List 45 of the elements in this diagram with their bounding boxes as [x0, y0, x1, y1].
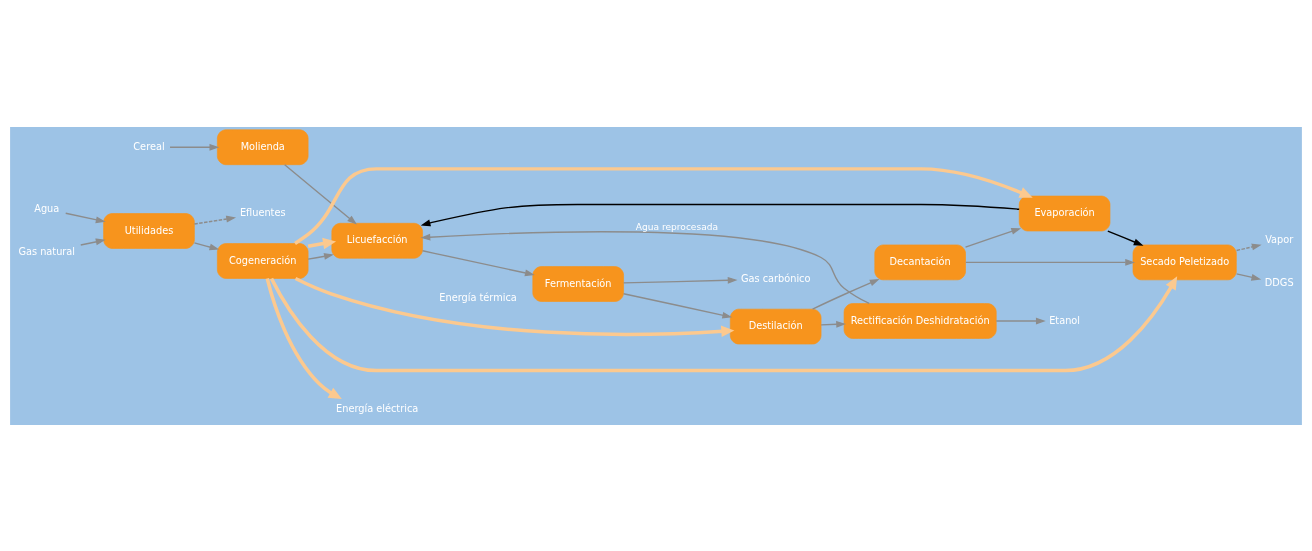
- node-box: Fermentación: [532, 265, 624, 302]
- arrow: [265, 277, 342, 399]
- arrow: [80, 238, 106, 246]
- node-text: Gas natural: [18, 245, 76, 256]
- node-box: Utilidades: [103, 212, 195, 249]
- arrow: [420, 203, 1020, 226]
- node-text: Vapor: [1265, 233, 1294, 245]
- arrow: [193, 215, 237, 225]
- arrow: [1235, 272, 1262, 281]
- arrow: [307, 237, 337, 249]
- arrow: [65, 212, 106, 223]
- node-box: Evaporación: [1018, 195, 1111, 231]
- node-box: Cogeneración: [217, 242, 309, 279]
- node-text: Cereal: [133, 140, 165, 152]
- arrow: [1235, 243, 1262, 251]
- edge-label: Agua reprocesada: [635, 221, 719, 232]
- arrow: [294, 166, 1033, 245]
- arrow: [1107, 229, 1144, 246]
- arrow: [622, 292, 733, 319]
- arrow: [284, 163, 357, 225]
- arrow: [964, 227, 1022, 248]
- node-text: Agua: [34, 202, 60, 214]
- node-box: Rectificación Deshidratación: [843, 302, 997, 339]
- node-box: Secado Peletizado: [1132, 244, 1237, 280]
- node-text: Gas carbónico: [740, 272, 811, 284]
- node-text: Etanol: [1049, 314, 1081, 326]
- node-box: Decantación: [874, 244, 966, 280]
- arrow: [965, 258, 1135, 266]
- node-text: DDGS: [1264, 276, 1294, 288]
- node-text: Energía eléctrica: [336, 402, 419, 414]
- node-box: Licuefacción: [331, 222, 423, 259]
- node-box: Molienda: [217, 128, 309, 165]
- arrow: [622, 276, 738, 284]
- arrow: [269, 275, 1178, 372]
- arrow: [420, 230, 870, 304]
- node-box: Destilación: [730, 308, 822, 344]
- arrow: [811, 278, 880, 310]
- arrow: [421, 249, 535, 276]
- arrow: [294, 276, 735, 337]
- node-text: Efluentes: [239, 206, 286, 218]
- arrow: [169, 143, 220, 151]
- arrow: [307, 252, 334, 260]
- label: Energía térmica: [439, 291, 517, 303]
- arrow: [193, 241, 220, 250]
- arrow: [995, 317, 1046, 324]
